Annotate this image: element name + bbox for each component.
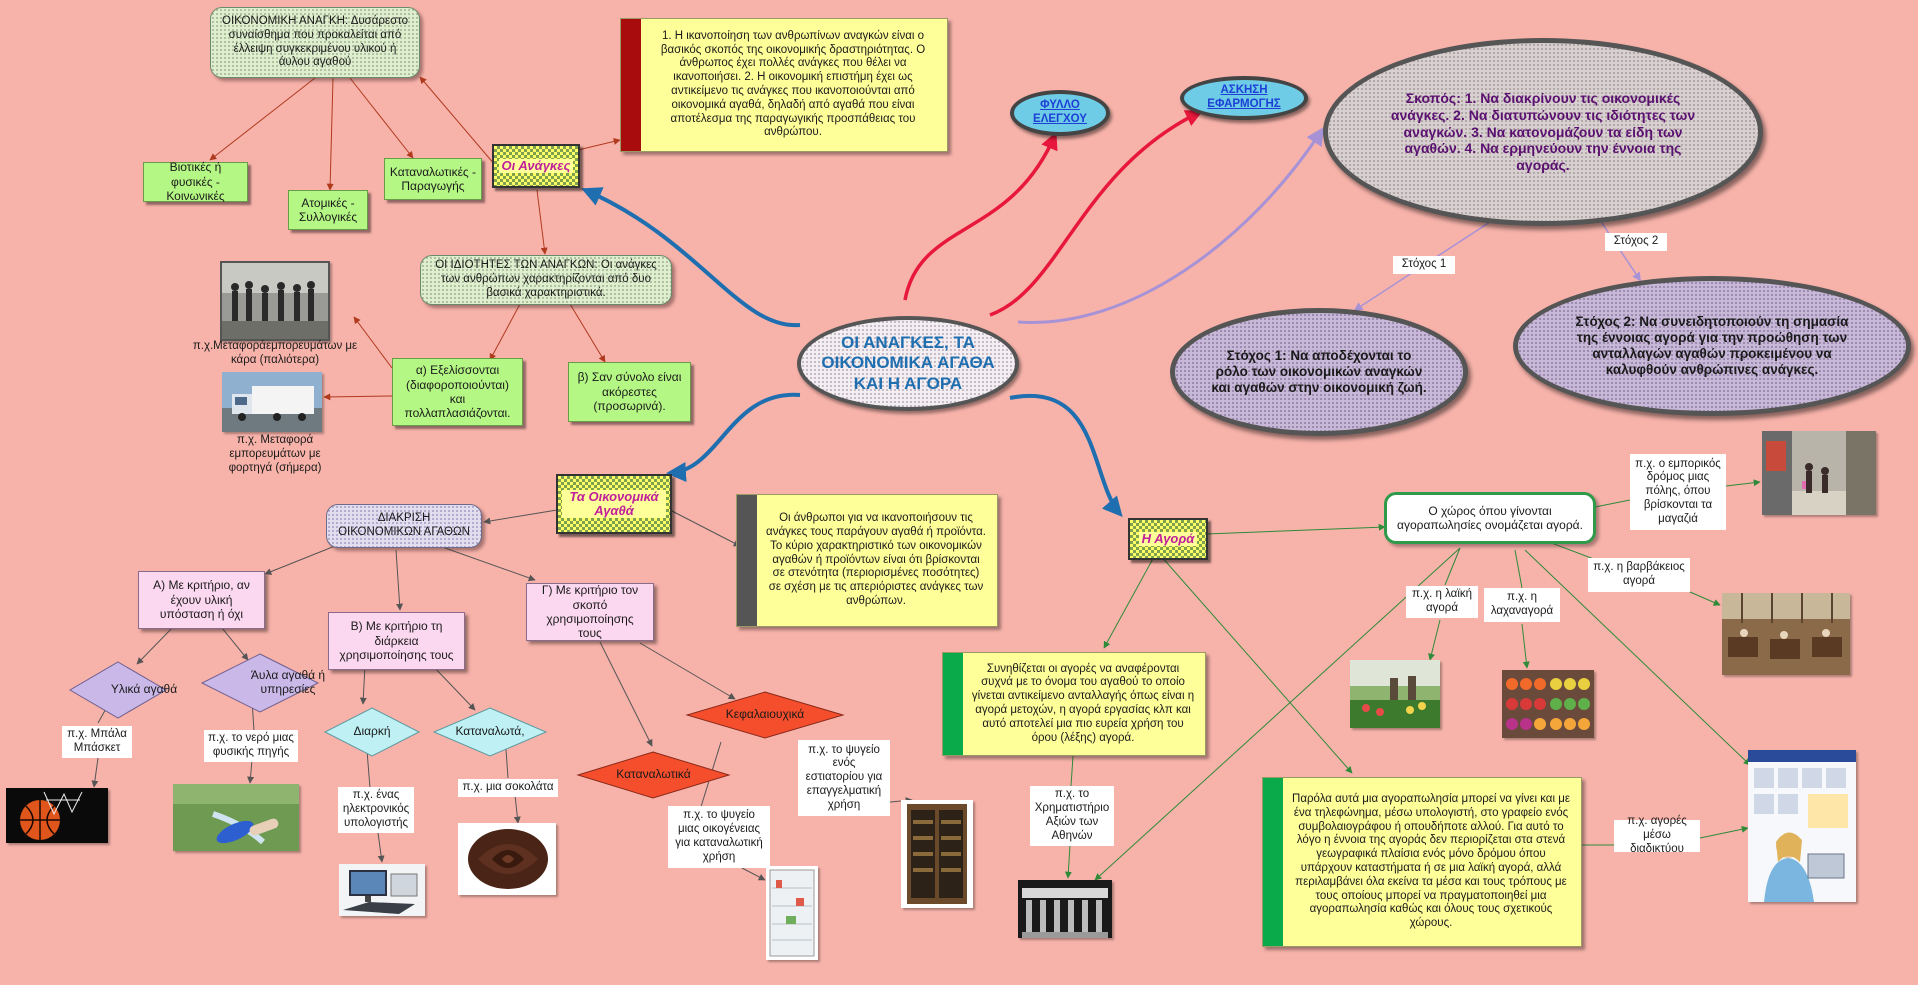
- truck-example-label: π.χ. Μεταφορά εμπορευμάτων με φορτηγά (σ…: [228, 434, 322, 474]
- restaurant-fridge-image: [901, 800, 973, 908]
- truck-image: [222, 372, 322, 432]
- basketball-photo: [6, 788, 108, 843]
- needs-properties-node: ΟΙ ΙΔΙΟΤΗΤΕΣ ΤΩΝ ΑΝΑΓΚΩΝ: Οι ανάγκες των…: [420, 255, 672, 305]
- stock-exchange-image: [1018, 880, 1112, 938]
- cart-image: [222, 263, 328, 339]
- spring-water-photo: [173, 784, 299, 851]
- ball-example-label: π.χ. Μπάλα Μπάσκετ: [62, 726, 132, 758]
- internet-example-label: π.χ. αγορές μέσω διαδικτύου: [1614, 815, 1700, 855]
- market-broad-note: Παρόλα αυτά μια αγοραπωλησία μπορεί να γ…: [1262, 777, 1582, 947]
- shopping-street-photo: [1762, 431, 1876, 515]
- material-goods-diamond: Υλικά αγαθά: [68, 660, 177, 720]
- market-naming-note: Συνηθίζεται οι αγορές να αναφέρονται συχ…: [942, 652, 1206, 756]
- varvakeios-market-photo: [1722, 593, 1850, 675]
- goal2-node: Στόχος 2: Να συνειδητοποιούν τη σημασία …: [1513, 276, 1911, 416]
- consumer-goods-diamond: Καταναλωτικά: [576, 750, 731, 800]
- chocolate-rose-photo: [458, 823, 556, 895]
- varvakeios-example-label: π.χ. η βαρβάκειος αγορά: [1588, 558, 1690, 592]
- home-fridge-image: [766, 866, 818, 960]
- chocolate-example-label: π.χ. μια σοκολάτα: [458, 779, 558, 797]
- fridge-home-example-label: π.χ. το ψυγείο μιας οικογένειας για κατα…: [668, 806, 770, 868]
- market-definition-node: Ο χώρος όπου γίνονται αγοραπωλησίες ονομ…: [1384, 492, 1596, 544]
- cart-example-label: π.χ.Μεταφοράεμπορευμάτων με κάρα (παλιότ…: [192, 340, 358, 366]
- goods-distinction-node: ΔΙΑΚΡΙΣΗ ΟΙΚΟΝΟΜΙΚΩΝ ΑΓΑΘΩΝ: [326, 504, 482, 548]
- goal1-node: Στόχος 1: Να αποδέχονται το ρόλο των οικ…: [1170, 308, 1468, 436]
- fridge-restaurant-example-label: π.χ. το ψυγείο ενός εστιατορίου για επαγ…: [798, 740, 890, 816]
- immaterial-goods-diamond: Άυλα αγαθά ή υπηρεσίες: [200, 652, 325, 714]
- laiki-market-photo: [1350, 660, 1440, 728]
- goods-note: Οι άνθρωποι για να ικανοποιήσουν τις ανά…: [736, 494, 998, 627]
- laiki-example-label: π.χ. η λαϊκή αγορά: [1406, 586, 1478, 618]
- online-shopping-image: [1748, 750, 1856, 902]
- criterion-c-box: Γ) Με κριτήριο τον σκοπό χρησιμοποίησης …: [526, 583, 654, 641]
- market-hub: Η Αγορά: [1128, 518, 1208, 560]
- vegetable-market-image: [1502, 670, 1594, 738]
- central-topic: ΟΙ ΑΝΑΓΚΕΣ, ΤΑ ΟΙΚΟΝΟΜΙΚΑ ΑΓΑΘΑ ΚΑΙ Η ΑΓ…: [797, 316, 1019, 411]
- restaurant-fridge-photo: [901, 800, 973, 908]
- shopping-street-image: [1762, 431, 1876, 515]
- computer-image: [339, 864, 425, 916]
- property-a-box: α) Εξελίσσονται (διαφοροποιούνται) και π…: [392, 358, 523, 426]
- capital-goods-diamond: Κεφαλαιουχικά: [685, 690, 845, 740]
- home-fridge-photo: [766, 866, 818, 960]
- goal2-tag: Στόχος 2: [1605, 233, 1667, 251]
- biological-needs-box: Βιοτικές ή φυσικές - Κοινωνικές: [143, 160, 248, 203]
- purpose-node: Σκοπός: 1. Να διακρίνουν τις οικονομικές…: [1323, 38, 1763, 226]
- water-example-label: π.χ. το νερό μιας φυσικής πηγής: [204, 730, 298, 762]
- cart-photo: [220, 261, 330, 341]
- goal1-tag: Στόχος 1: [1393, 256, 1455, 274]
- goods-hub: Τα Οικονομικά Αγαθά: [556, 474, 672, 534]
- street-example-label: π.χ. ο εμπορικός δρόμος μιας πόλης, όπου…: [1630, 454, 1726, 530]
- spring-water-image: [173, 784, 299, 851]
- lachanagora-example-label: π.χ. η λαχαναγορά: [1484, 588, 1560, 622]
- needs-note: 1. Η ικανοποίηση των ανθρωπίνων αναγκών …: [620, 18, 948, 152]
- basketball-image: [6, 788, 108, 843]
- computer-photo: [339, 864, 425, 916]
- consumer-needs-box: Καταναλωτικές - Παραγωγής: [384, 158, 482, 200]
- property-b-box: β) Σαν σύνολο είναι ακόρεστες (προσωρινά…: [568, 362, 691, 422]
- individual-needs-box: Ατομικές - Συλλογικές: [288, 190, 368, 230]
- stock-exchange-photo: [1018, 880, 1112, 938]
- chocolate-rose-image: [458, 823, 556, 895]
- exercise-link[interactable]: ΑΣΚΗΣΗ ΕΦΑΡΜΟΓΗΣ: [1180, 76, 1308, 120]
- vegetable-market-photo: [1502, 670, 1594, 738]
- worksheet-link[interactable]: ΦΥΛΛΟ ΕΛΕΓΧΟΥ: [1010, 90, 1110, 136]
- criterion-b-box: Β) Με κριτήριο τη διάρκεια χρησιμοποίηση…: [328, 612, 465, 670]
- consumable-goods-diamond: Καταναλωτά,: [432, 706, 548, 758]
- economic-need-node: ΟΙΚΟΝΟΜΙΚΗ ΑΝΑΓΚΗ: Δυσάρεστο συναίσθημα …: [210, 7, 420, 78]
- online-shopping-photo: [1748, 750, 1856, 902]
- varvakeios-market-image: [1722, 593, 1850, 675]
- needs-hub: Οι Ανάγκες: [492, 144, 580, 188]
- truck-photo: [222, 372, 322, 432]
- stock-exchange-example-label: π.χ. το Χρηματιστήριο Αξιών των Αθηνών: [1030, 786, 1114, 846]
- laiki-market-image: [1350, 660, 1440, 728]
- criterion-a-box: Α) Με κριτήριο, αν έχουν υλική υπόσταση …: [138, 571, 265, 629]
- computer-example-label: π.χ. ένας ηλεκτρονικός υπολογιστής: [338, 787, 414, 833]
- durable-goods-diamond: Διαρκή: [323, 706, 421, 758]
